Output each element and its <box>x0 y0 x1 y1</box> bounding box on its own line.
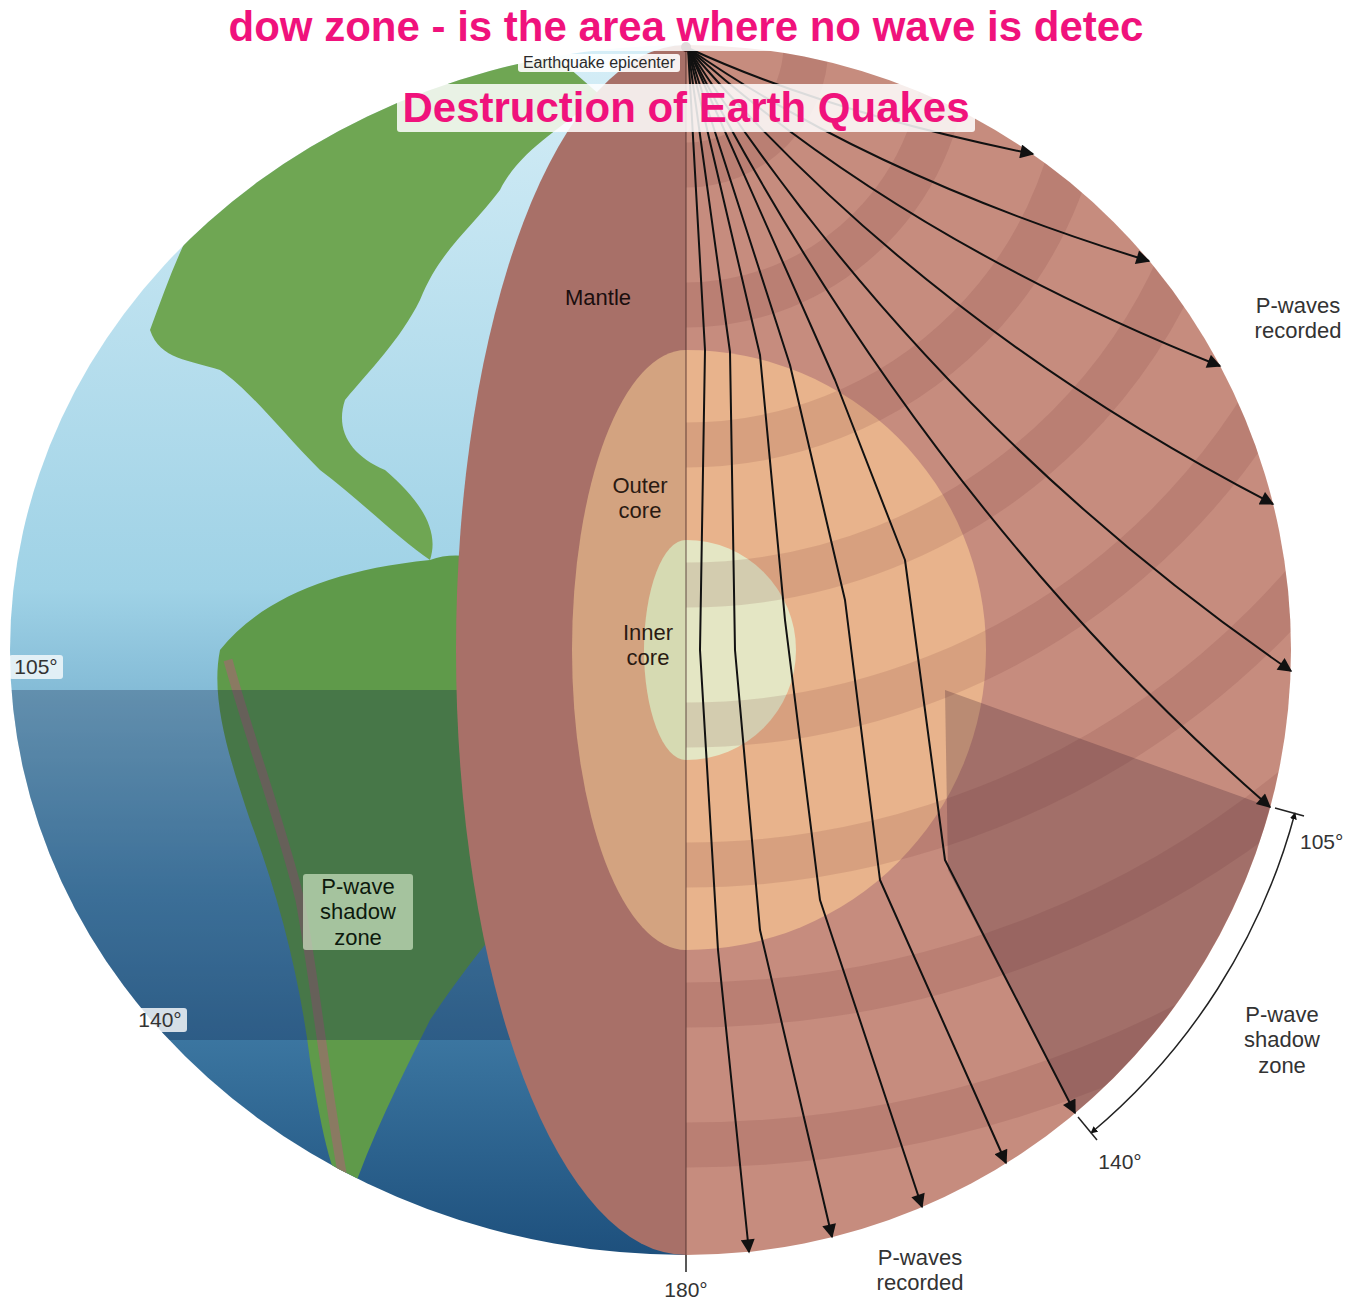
degree-label: 140° <box>133 1008 186 1032</box>
degree-label: 140° <box>1098 1150 1141 1174</box>
p-wave-ray <box>688 48 1006 1163</box>
degree-tick <box>685 1255 687 1272</box>
diagram-title: Destruction of Earth Quakes <box>397 84 974 132</box>
p-wave-ray <box>688 48 1270 807</box>
epicenter-label: Earthquake epicenter <box>518 54 680 72</box>
shadow-zone-bracket <box>1091 813 1295 1133</box>
degree-tick <box>1275 808 1304 816</box>
mantle-section-left <box>456 45 686 1255</box>
region-label: P-waves recorded <box>1236 293 1360 344</box>
layer-label: Mantle <box>565 285 631 310</box>
region-label: P-waves recorded <box>858 1245 982 1296</box>
region-label: P-wave shadow zone <box>303 874 413 950</box>
p-wave-ray <box>688 48 832 1237</box>
ocean <box>0 40 690 1260</box>
p-wave-ray <box>688 48 922 1207</box>
region-label: P-wave shadow zone <box>1232 1002 1332 1078</box>
degree-label: 105° <box>1300 830 1343 854</box>
p-wave-rays <box>688 48 1291 1252</box>
layer-label: Inner core <box>612 620 684 671</box>
p-wave-ray <box>688 48 749 1252</box>
globe-surface <box>0 33 690 1260</box>
degree-tick <box>1078 1117 1097 1140</box>
p-wave-ray <box>688 48 1075 1113</box>
p-wave-ray <box>688 48 1149 261</box>
degree-label: 180° <box>664 1278 707 1302</box>
layer-label: Outer core <box>604 473 676 524</box>
degree-label: 105° <box>9 655 62 679</box>
shadow-zone-wedge <box>945 690 1270 1113</box>
heading-fragment: dow zone - is the area where no wave is … <box>224 3 1149 51</box>
outer-core-section-left <box>572 350 686 950</box>
section-edge <box>685 45 687 1255</box>
p-wave-ray <box>688 48 1291 671</box>
